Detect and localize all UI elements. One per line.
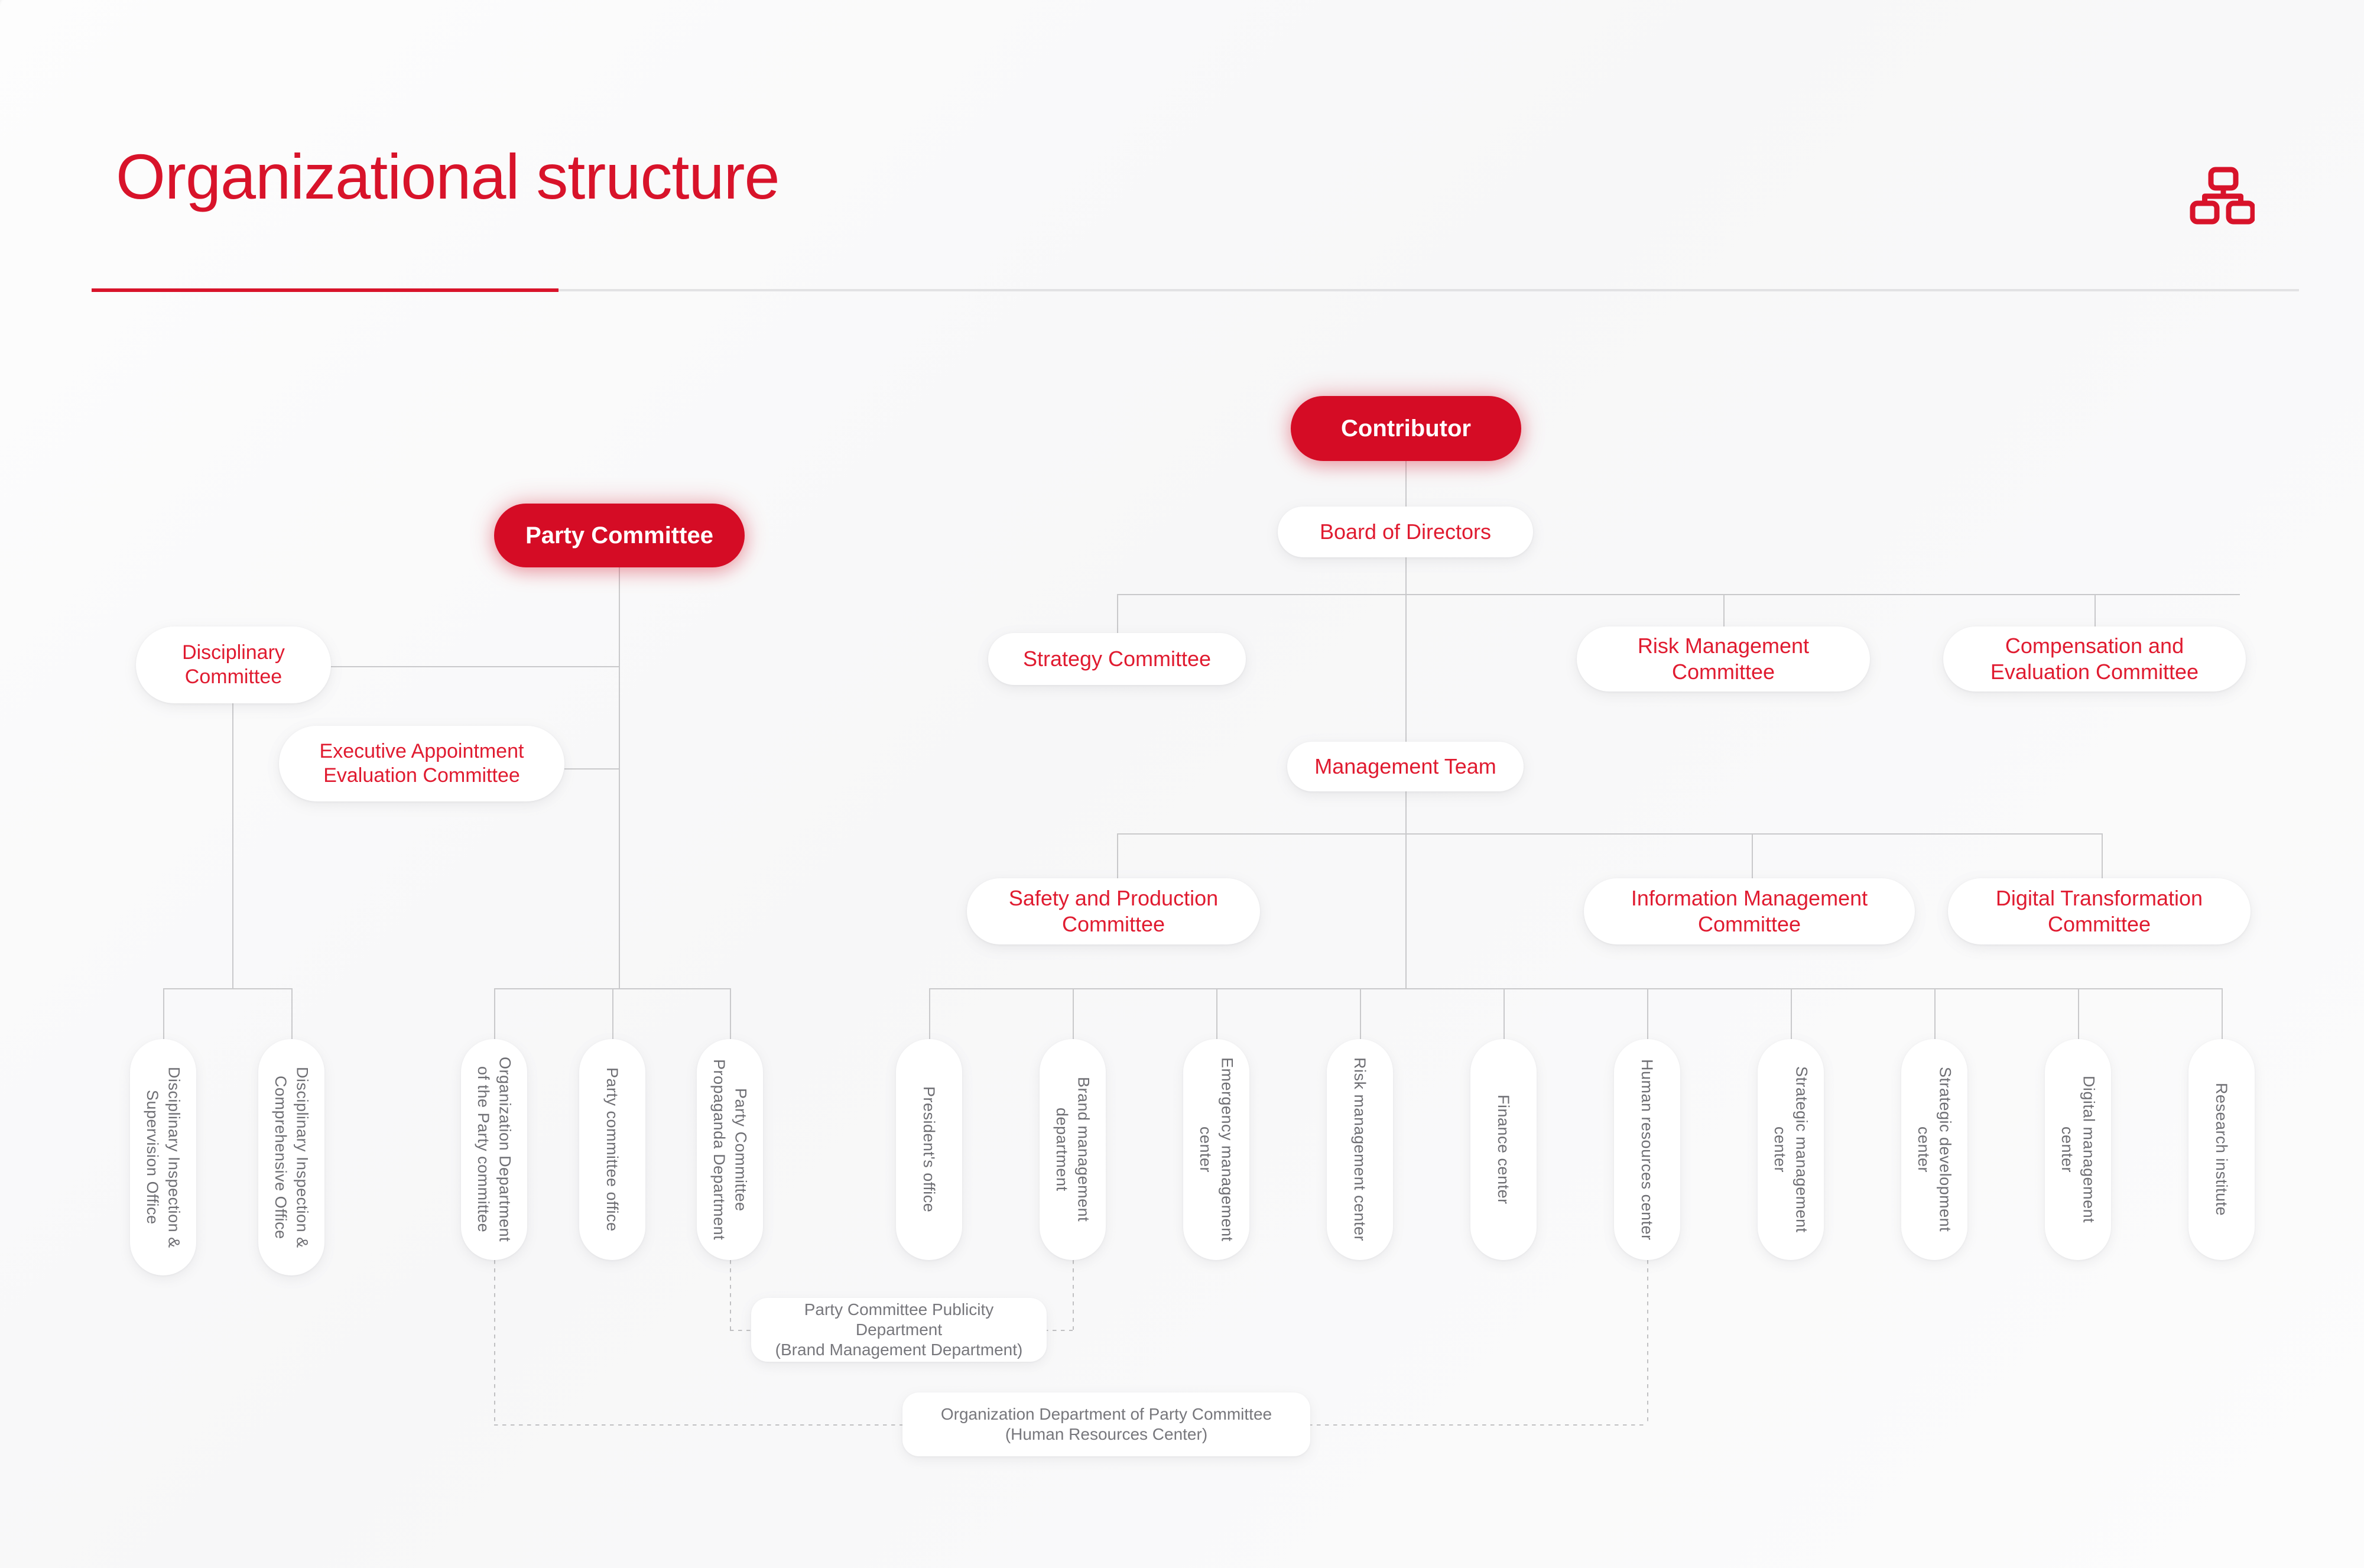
connector-bus-party-left <box>494 988 495 1039</box>
node-research-institute[interactable]: Research institute <box>2188 1039 2255 1260</box>
dotted-brand-to-note <box>1036 1330 1073 1331</box>
connector-party-spine <box>619 567 620 988</box>
node-disciplinary-committee[interactable]: Disciplinary Committee <box>136 626 331 703</box>
node-risk-management-committee[interactable]: Risk Management Committee <box>1577 626 1870 692</box>
note-party-committee-publicity-department[interactable]: Party Committee Publicity Department (Br… <box>751 1298 1047 1362</box>
node-disciplinary-inspection-comprehensive-office[interactable]: Disciplinary Inspection & Comprehensive … <box>258 1039 324 1275</box>
dotted-propaganda-to-note <box>730 1330 767 1331</box>
connector-bus-discipline <box>163 988 292 989</box>
node-risk-management-center[interactable]: Risk management center <box>1327 1039 1393 1260</box>
connector-management-to-safety <box>1117 833 1118 878</box>
dotted-brand-down <box>1073 1260 1074 1330</box>
connector-bus-mgmt-9 <box>2078 988 2079 1039</box>
connector-disciplinary-down <box>232 703 233 988</box>
header-divider <box>92 289 2299 291</box>
connector-bus-mgmt-4 <box>1360 988 1361 1039</box>
node-information-management-committee[interactable]: Information Management Committee <box>1584 878 1915 944</box>
connector-contributor-board <box>1405 460 1407 507</box>
node-safety-and-production-committee[interactable]: Safety and Production Committee <box>967 878 1260 944</box>
node-emergency-management-center[interactable]: Emergency management center <box>1183 1039 1249 1260</box>
connector-bus-mgmt-8 <box>1934 988 1936 1039</box>
connector-management-to-information <box>1752 833 1753 878</box>
node-presidents-office[interactable]: President's office <box>896 1039 962 1260</box>
connector-board-to-strategy <box>1117 594 1118 633</box>
node-compensation-and-evaluation-committee[interactable]: Compensation and Evaluation Committee <box>1943 626 2246 692</box>
connector-bus-mgmt-1 <box>929 988 930 1039</box>
node-party-committee[interactable]: Party Committee <box>494 504 745 567</box>
node-finance-center[interactable]: Finance center <box>1470 1039 1537 1260</box>
dotted-orgdept-down <box>494 1260 495 1424</box>
connector-board-to-compensation <box>2095 594 2096 633</box>
node-strategic-development-center[interactable]: Strategic development center <box>1901 1039 1967 1260</box>
connector-bus-discipline-left <box>163 988 164 1039</box>
connector-management-down <box>1405 791 1407 833</box>
node-digital-management-center[interactable]: Digital management center <box>2045 1039 2111 1260</box>
dotted-propaganda-down <box>730 1260 731 1330</box>
org-chart-icon <box>2190 167 2255 225</box>
connector-management-to-digital <box>2102 833 2103 878</box>
page-title: Organizational structure <box>116 141 780 212</box>
node-digital-transformation-committee[interactable]: Digital Transformation Committee <box>1948 878 2251 944</box>
node-disciplinary-inspection-supervision-office[interactable]: Disciplinary Inspection & Supervision Of… <box>130 1039 196 1275</box>
connector-board-bus <box>1117 594 2240 595</box>
note-organization-department-of-party-committee[interactable]: Organization Department of Party Committ… <box>902 1392 1310 1456</box>
connector-bus-party-right <box>730 988 731 1039</box>
node-human-resources-center[interactable]: Human resources center <box>1614 1039 1680 1260</box>
dotted-hr-down <box>1647 1260 1648 1424</box>
connector-party-to-executive <box>564 768 620 770</box>
connector-bus-mgmt-3 <box>1216 988 1217 1039</box>
connector-board-to-management <box>1405 594 1407 742</box>
connector-bus-management <box>929 988 2222 989</box>
node-party-committee-office[interactable]: Party committee office <box>579 1039 645 1260</box>
node-party-committee-propaganda-department[interactable]: Party Committee Propaganda Department <box>697 1039 763 1260</box>
connector-bus-discipline-right <box>291 988 293 1039</box>
connector-party-to-disciplinary <box>331 666 620 667</box>
node-organization-department-of-the-party-committee[interactable]: Organization Department of the Party com… <box>461 1039 527 1260</box>
connector-bus-mgmt-10 <box>2222 988 2223 1039</box>
dotted-hr-to-note <box>1308 1424 1647 1426</box>
node-contributor[interactable]: Contributor <box>1291 396 1521 461</box>
dotted-orgdept-to-note <box>494 1424 908 1426</box>
connector-management-to-dept-bus <box>1405 833 1407 988</box>
connector-bus-mgmt-2 <box>1073 988 1074 1039</box>
node-board-of-directors[interactable]: Board of Directors <box>1278 507 1533 557</box>
node-management-team[interactable]: Management Team <box>1287 742 1524 791</box>
node-brand-management-department[interactable]: Brand management department <box>1040 1039 1106 1260</box>
connector-board-to-risk <box>1723 594 1725 633</box>
node-strategy-committee[interactable]: Strategy Committee <box>988 633 1246 685</box>
node-executive-appointment-evaluation-committee[interactable]: Executive Appointment Evaluation Committ… <box>279 726 564 801</box>
node-strategic-management-center[interactable]: Strategic management center <box>1758 1039 1824 1260</box>
connector-board-down <box>1405 557 1407 594</box>
slide-header: Organizational structure <box>0 0 2364 307</box>
connector-management-bus <box>1117 833 2103 835</box>
connector-bus-mgmt-7 <box>1791 988 1792 1039</box>
connector-bus-mgmt-5 <box>1504 988 1505 1039</box>
header-divider-accent <box>92 288 558 292</box>
connector-bus-mgmt-6 <box>1647 988 1648 1039</box>
connector-bus-party-mid <box>612 988 613 1039</box>
